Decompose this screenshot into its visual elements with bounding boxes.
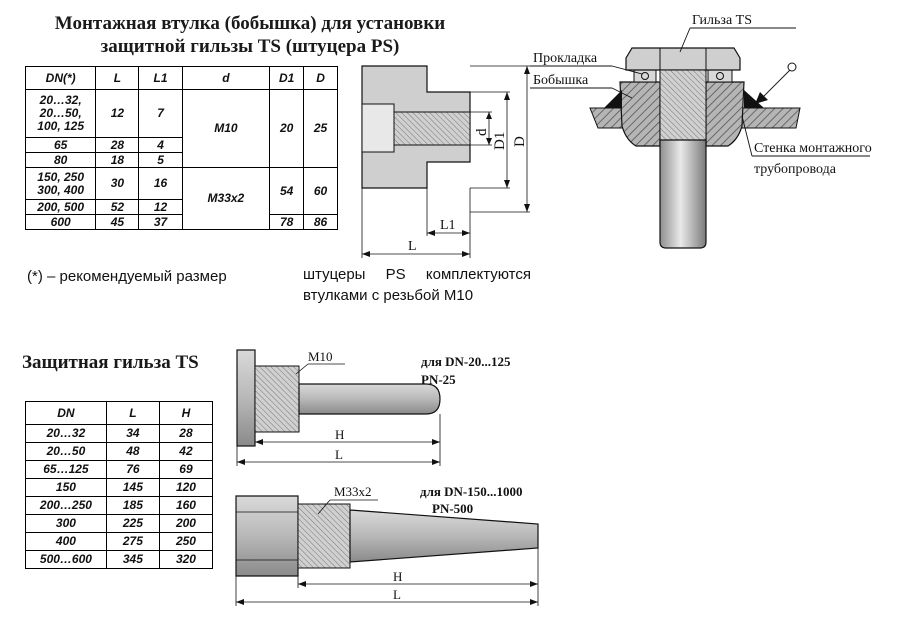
large-sleeve-dn: для DN-150...1000	[420, 484, 523, 499]
cell-dn: 20…32, 20…50, 100, 125	[24, 89, 97, 138]
dim-d-label: d	[474, 128, 490, 136]
table-row: 20…32, 20…50, 100, 125 12 7 M10 20 25	[24, 89, 338, 168]
dim-l1-label: L1	[440, 218, 456, 233]
cell-h: 320	[158, 550, 214, 569]
large-sleeve-pn: PN-500	[432, 501, 473, 516]
table-row: 150, 250 300, 400 30 16 M33x2 54 60	[24, 167, 338, 230]
dim-l-label: L	[335, 447, 343, 462]
dim-l-label: L	[393, 587, 401, 602]
col-header-dd: D	[303, 66, 338, 90]
cell-dn: 150	[25, 478, 107, 497]
dim-h-label: H	[335, 427, 344, 442]
dim-h-label: H	[393, 569, 402, 584]
boss-section-drawing: d D1 D L1 L	[361, 65, 530, 258]
small-sleeve-dn: для DN-20...125	[421, 354, 511, 369]
cell-d1: 78	[269, 214, 305, 230]
installation-drawing: Гильза TS Прокладка Бобышка Стенка монта…	[530, 13, 872, 249]
cell-d1: 20	[269, 89, 305, 168]
col-header-l: L	[105, 401, 160, 425]
cell-dn: 65	[24, 137, 97, 153]
cell-dd: 86	[303, 214, 338, 230]
cell-l: 12	[95, 89, 140, 138]
cell-dn: 600	[24, 214, 97, 230]
table-header-row: DN(*) L L1 d D1 D	[24, 66, 338, 90]
cell-d: M33x2	[181, 167, 271, 230]
boss-title-line1: Монтажная втулка (бобышка) для установки	[54, 13, 446, 34]
small-sleeve-drawing: M10 H L для DN-20...125 PN-25	[236, 349, 511, 466]
m33-label: M33x2	[334, 484, 372, 499]
boss-title: Монтажная втулка (бобышка) для установки…	[30, 12, 470, 58]
col-header-dn: DN	[25, 401, 107, 425]
cell-l: 45	[95, 214, 140, 230]
table-row: 600 45 37 78 86	[24, 214, 338, 230]
cell-l1: 16	[138, 167, 183, 200]
cell-d1: 54	[269, 167, 305, 215]
sleeve-ts-label: Гильза TS	[692, 13, 752, 28]
col-header-d1: D1	[269, 66, 305, 90]
dim-d1-label: D1	[492, 132, 508, 150]
cell-l: 28	[95, 137, 140, 153]
cell-l1: 37	[138, 214, 183, 230]
table-header-row: DN L H	[25, 401, 214, 425]
cell-dd: 60	[303, 167, 338, 215]
cell-d: M10	[181, 89, 271, 168]
cell-l1: 12	[138, 199, 183, 215]
cell-h: 69	[158, 460, 214, 479]
boss-title-line2: защитной гильзы TS (штуцера PS)	[100, 36, 400, 57]
cell-l1: 7	[138, 89, 183, 138]
gasket-label: Прокладка	[533, 51, 598, 66]
boss-label: Бобышка	[533, 73, 589, 88]
col-header-d: d	[181, 66, 271, 90]
cell-dn: 500…600	[25, 550, 107, 569]
m10-label: M10	[308, 349, 333, 364]
cell-dn: 20…50	[25, 442, 107, 461]
sleeve-title: Защитная гильза TS	[22, 352, 199, 373]
cell-dn: 200…250	[25, 496, 107, 515]
recommended-size-note: (*) – рекомендуемый размер	[27, 268, 227, 285]
large-sleeve-drawing: M33x2 H L для DN-150...1000 PN-500	[235, 484, 539, 606]
dim-l-label: L	[408, 239, 417, 254]
col-header-h: H	[158, 401, 214, 425]
cell-l: 30	[95, 167, 140, 200]
cell-l: 345	[105, 550, 160, 569]
pipe-wall-label-1: Стенка монтажного	[754, 141, 872, 156]
fittings-note: штуцеры PS комплектуются втулками с резь…	[303, 266, 531, 304]
table-row: 80 18 5	[24, 152, 338, 168]
dim-dd-label: D	[512, 136, 528, 147]
cell-l: 18	[95, 152, 140, 168]
cell-dn: 150, 250 300, 400	[24, 167, 97, 200]
boss-dimensions-table: DN(*) L L1 d D1 D 20…32, 20…50, 100, 125…	[24, 66, 338, 230]
cell-l: 275	[105, 532, 160, 551]
small-sleeve-pn: PN-25	[421, 372, 456, 387]
table-row: 200, 500 52 12	[24, 199, 338, 215]
pipe-wall-label-2: трубопровода	[754, 162, 837, 177]
